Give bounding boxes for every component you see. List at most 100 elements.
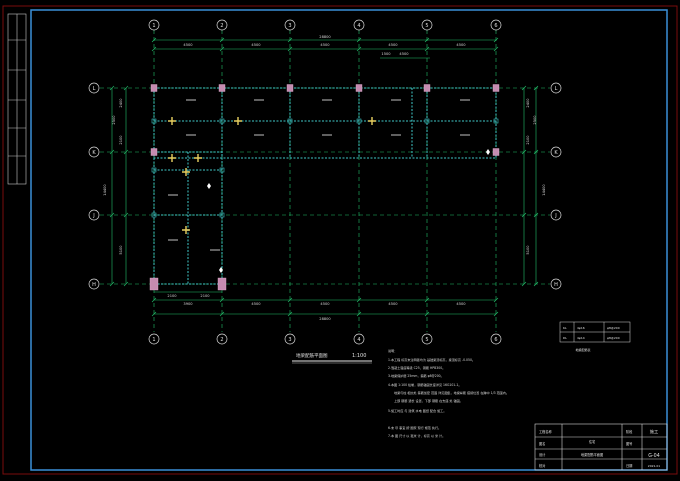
binding-strip [7, 13, 27, 185]
plan-scale: 1:100 [352, 353, 366, 359]
tb-sheet-value: G-04 [648, 453, 660, 459]
axis-top-5-circle [421, 19, 433, 31]
axis-bottom-2-circle [216, 333, 228, 345]
bottom-dim-seg-3: 4500 [320, 302, 330, 306]
axis-bottom-1-circle [148, 333, 160, 345]
top-dim-seg-4: 4500 [388, 43, 398, 47]
dim-tick-v-2-2 [533, 212, 539, 218]
right-dim-total: 14400 [542, 184, 546, 196]
axis-right-K-label: K [554, 150, 558, 156]
axis-right-K-circle [550, 146, 562, 158]
small-column-4 [424, 118, 430, 124]
rebar-marks [168, 99, 490, 273]
top-dim-total: 28800 [319, 35, 331, 39]
axis-top-1-circle [148, 19, 160, 31]
column-0 [150, 84, 158, 92]
dim-tick-v-1-0 [109, 149, 115, 155]
axis-top-1-label: 1 [152, 23, 155, 29]
left-dim-total: 14400 [103, 184, 107, 196]
axis-left-L-circle [88, 82, 100, 94]
axis-right-H-circle [550, 278, 562, 290]
legend-r2c3: φ8@200 [607, 336, 620, 340]
right-dim-seg-2: 2100 [526, 135, 530, 145]
dim-tick-5-1 [493, 46, 499, 52]
column-9 [217, 277, 227, 291]
legend-r2c2: 4φ14 [577, 336, 585, 340]
axis-top-6-circle [490, 19, 502, 31]
tb-sheet-label: 图号 [626, 441, 632, 446]
dim-tick-5-2 [493, 297, 499, 303]
beam-outline-1 [153, 151, 223, 285]
top-sub-2: 4500 [399, 52, 409, 56]
bottom-sub-2: 2100 [200, 294, 210, 298]
dim-tick-4-1 [424, 46, 430, 52]
dim-tick-0-0 [151, 37, 157, 43]
dimension-texts: 28800 4500 4500 4500 4500 4500 1500 4500… [103, 35, 546, 321]
dim-tick-0-2 [151, 297, 157, 303]
column-7 [492, 148, 500, 156]
column-5 [492, 84, 500, 92]
bottom-sub-1: 2100 [167, 294, 177, 298]
dim-tick-v-2-0 [109, 212, 115, 218]
rebar-mark-5 [182, 168, 190, 176]
axis-bottom-3-label: 3 [288, 337, 291, 343]
section-marker-1 [486, 149, 490, 155]
axis-top-5-label: 5 [425, 23, 428, 29]
left-dim-seg-1: 2400 [119, 98, 123, 108]
dim-tick-5-3 [493, 311, 499, 317]
dim-tick-1-1 [219, 46, 225, 52]
dim-tick-1-0 [219, 37, 225, 43]
right-dim-lower: 5100 [526, 245, 530, 255]
small-column-2 [287, 118, 293, 124]
tb-date-label: 日期 [626, 463, 632, 468]
rebar-mark-6 [182, 226, 190, 234]
axis-top-2-label: 2 [220, 23, 223, 29]
bottom-dim-total: 28800 [319, 317, 331, 321]
small-column-7 [219, 212, 225, 218]
tb-drawing-label: 图名 [539, 441, 545, 446]
small-column-1 [219, 118, 225, 124]
dim-tick-v-2-3 [521, 212, 527, 218]
small-column-8 [151, 167, 157, 173]
note-8: 6.未 尽 事宜 按 国家 现行 规范 执行。 [388, 425, 441, 430]
axis-bottom-5-label: 5 [425, 337, 428, 343]
axis-right-J-circle [550, 209, 562, 221]
top-dim-seg-5: 4500 [456, 43, 466, 47]
sheet-outer-border [2, 5, 678, 475]
top-dim-seg-1: 4500 [183, 43, 193, 47]
dim-tick-1-3 [219, 311, 225, 317]
axis-left-J-circle [88, 209, 100, 221]
dim-tick-3-0 [356, 37, 362, 43]
dim-tick-2-3 [287, 311, 293, 317]
axis-bottom-1-label: 1 [152, 337, 155, 343]
axis-left-L-label: L [93, 86, 96, 92]
tb-checker-label: 校对 [539, 463, 546, 468]
axis-right-L-label: L [555, 86, 558, 92]
small-column-0 [151, 118, 157, 124]
right-dim-seg-3: 2500 [533, 115, 537, 125]
rebar-mark-3 [168, 154, 176, 162]
right-dim-seg-1: 2400 [526, 98, 530, 108]
dim-tick-2-2 [287, 297, 293, 303]
axis-right-J-label: J [554, 213, 556, 219]
tb-date-value: 2021.01 [648, 464, 660, 468]
plan-title-group: 地梁配筋平面图 1:100 [292, 352, 372, 364]
dim-tick-3-2 [356, 297, 362, 303]
tb-designer-label: 设计 [539, 452, 546, 457]
axis-bottom-6-circle [490, 333, 502, 345]
grid-lines [100, 30, 550, 332]
axis-top-2-circle [216, 19, 228, 31]
bottom-dim-seg-2: 4500 [251, 302, 261, 306]
column-3 [355, 84, 363, 92]
note-2: 2.混凝土强度等级 C25，钢筋 HPB300。 [388, 365, 445, 370]
rebar-mark-0 [168, 117, 176, 125]
dim-tick-v-3-3 [521, 281, 527, 287]
drawing-frame [30, 9, 668, 471]
dim-tick-v-1-1 [123, 149, 129, 155]
axis-left-K-label: K [92, 150, 96, 156]
note-9: 7.本 图 尺寸 以 毫米 计，标高 以 米 计。 [388, 433, 445, 438]
column-4 [423, 84, 431, 92]
beam-layout [153, 87, 497, 285]
dim-tick-v-3-2 [533, 281, 539, 287]
